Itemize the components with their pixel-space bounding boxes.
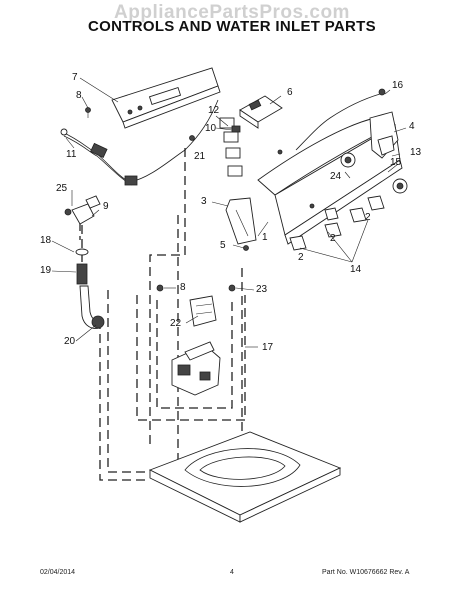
callout-2-right: 2 — [365, 212, 371, 223]
callout-3: 3 — [201, 196, 207, 207]
callout-1: 1 — [262, 232, 268, 243]
callout-19: 19 — [40, 265, 52, 276]
callout-23: 23 — [256, 284, 268, 295]
callout-16: 16 — [392, 80, 404, 91]
callout-5: 5 — [220, 240, 226, 251]
callout-2-left: 2 — [298, 252, 304, 263]
watermark-text: AppliancePartsPros.com — [114, 2, 350, 23]
page-title: CONTROLS AND WATER INLET PARTS — [88, 18, 376, 35]
callout-24: 24 — [330, 171, 342, 182]
callout-2-middle: 2 — [330, 233, 336, 244]
callout-8-middle: 8 — [180, 282, 186, 293]
wire-harness-part — [295, 88, 386, 151]
button-knobs-part — [289, 195, 385, 251]
callout-18: 18 — [40, 235, 52, 246]
callout-10: 10 — [205, 123, 217, 134]
console-part — [257, 117, 408, 245]
fill-hose-part — [75, 248, 105, 329]
footer-date: 02/04/2014 — [40, 569, 76, 576]
callout-7: 7 — [72, 72, 78, 83]
hose-assembly-part — [60, 99, 219, 186]
dashed-guides — [79, 148, 246, 481]
inlet-valve-part — [64, 195, 101, 225]
end-cap-part — [369, 111, 399, 159]
callout-6: 6 — [287, 87, 293, 98]
callout-21: 21 — [194, 151, 206, 162]
callout-14: 14 — [350, 264, 362, 275]
knob-part — [225, 197, 257, 245]
callout-8-top: 8 — [76, 90, 82, 101]
control-board-part — [239, 95, 283, 129]
footer-part-number: Part No. W10676662 Rev. A — [322, 569, 410, 576]
callout-25: 25 — [56, 183, 68, 194]
footer-page-number: 4 — [230, 569, 234, 576]
callout-17: 17 — [262, 342, 274, 353]
valve-assembly-part — [171, 295, 221, 396]
leader-lines — [51, 77, 407, 348]
top-panel-part — [111, 67, 221, 129]
callout-20: 20 — [64, 336, 76, 347]
cabinet-top-part — [148, 431, 342, 523]
callout-13: 13 — [410, 147, 422, 158]
callout-22: 22 — [170, 318, 182, 329]
callout-12: 12 — [208, 105, 220, 116]
switches-part — [219, 117, 243, 177]
callout-11: 11 — [66, 149, 77, 160]
callout-15: 15 — [390, 157, 402, 168]
callout-4: 4 — [409, 121, 415, 132]
callout-9: 9 — [103, 201, 109, 212]
